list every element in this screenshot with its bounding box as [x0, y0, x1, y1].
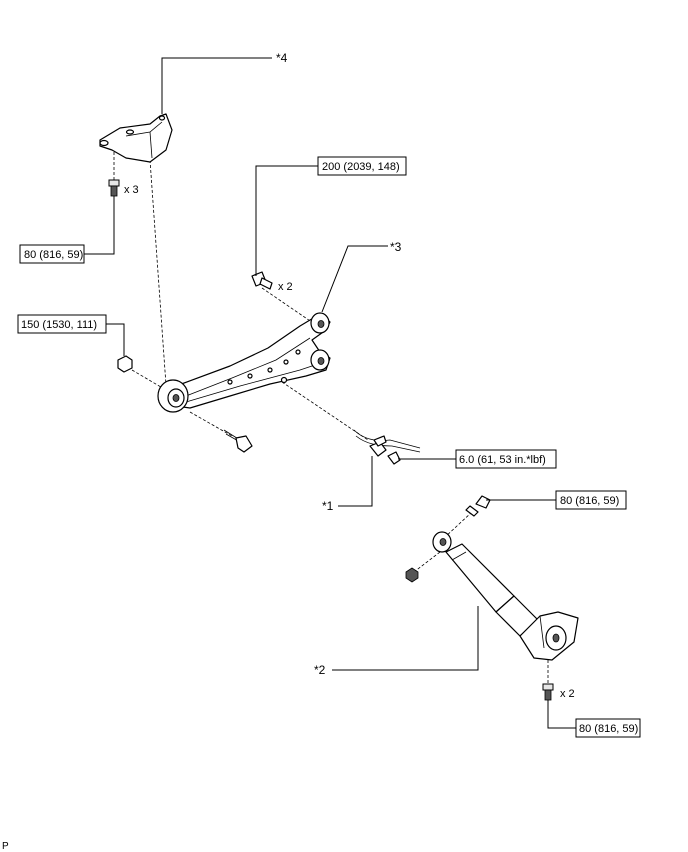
- svg-text:200 (2039, 148): 200 (2039, 148): [322, 161, 400, 173]
- torque-box-arm-nut: 150 (1530, 111): [17, 314, 107, 334]
- upper-bracket: [99, 113, 173, 163]
- quantity-arm-bolts: x 2: [278, 281, 293, 293]
- svg-text:80 (816, 59): 80 (816, 59): [579, 723, 638, 735]
- shock-upper-bolt: [465, 495, 491, 517]
- sensor-bolt: [387, 451, 401, 465]
- torque-box-shock-upper: 80 (816, 59): [555, 490, 627, 510]
- arm-front-bolt: [223, 429, 253, 453]
- lower-arm: [157, 312, 331, 413]
- leader-lines: [84, 57, 576, 729]
- quantity-bracket-bolts: x 3: [124, 184, 139, 196]
- arm-inner-bolt: [251, 271, 273, 290]
- callout-part-3: *3: [390, 240, 402, 254]
- svg-text:150 (1530, 111): 150 (1530, 111): [21, 319, 97, 331]
- arm-nut: [117, 355, 133, 373]
- svg-text:6.0 (61, 53 in.*lbf): 6.0 (61, 53 in.*lbf): [459, 454, 546, 466]
- torque-box-shock-lower: 80 (816, 59): [575, 718, 641, 738]
- shock-upper-nut: [405, 567, 419, 583]
- callout-part-4: *4: [276, 51, 288, 65]
- svg-text:80 (816, 59): 80 (816, 59): [24, 249, 83, 261]
- torque-box-bracket: 80 (816, 59): [19, 244, 85, 264]
- quantity-shock-lower-bolts: x 2: [560, 688, 575, 700]
- bracket-bolt: [108, 179, 120, 197]
- callout-part-2: *2: [314, 663, 326, 677]
- footer-code: P: [2, 841, 9, 852]
- alignment-lines: [113, 152, 549, 684]
- speed-sensor-wire: [353, 429, 421, 457]
- shock-absorber: [432, 531, 579, 661]
- svg-text:80 (816, 59): 80 (816, 59): [560, 495, 619, 507]
- torque-box-arm-inner: 200 (2039, 148): [317, 156, 407, 176]
- callout-part-1: *1: [322, 499, 334, 513]
- shock-lower-bolt: [542, 683, 554, 701]
- torque-box-sensor: 6.0 (61, 53 in.*lbf): [455, 449, 557, 469]
